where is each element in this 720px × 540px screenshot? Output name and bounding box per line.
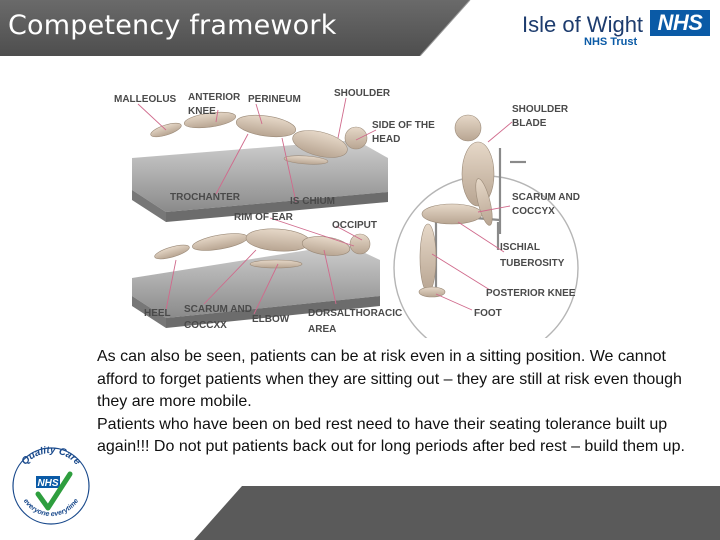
label-occiput: OCCIPUT	[332, 220, 377, 231]
nhs-logo-badge: NHS	[650, 10, 710, 36]
pressure-points-figure: MALLEOLUS ANTERIOR KNEE PERINEUM SHOULDE…	[114, 88, 580, 338]
label-head: HEAD	[372, 134, 400, 145]
label-shoulder-blade-2: BLADE	[512, 118, 547, 129]
label-anterior: ANTERIOR	[188, 92, 241, 103]
label-tuberosity: TUBEROSITY	[500, 258, 565, 269]
check-icon	[35, 471, 73, 511]
nhs-logo-text: NHS	[657, 10, 703, 35]
paragraph-sitting-risk: As can also be seen, patients can be at …	[97, 348, 682, 410]
quality-care-badge: Quality Care everyone everytime NHS	[12, 445, 90, 525]
label-knee: KNEE	[188, 106, 216, 117]
lower-mattress	[132, 244, 380, 328]
label-elbow: ELBOW	[252, 314, 290, 325]
label-heel: HEEL	[144, 308, 171, 319]
badge-nhs-text: NHS	[37, 478, 58, 489]
label-malleolus: MALLEOLUS	[114, 94, 177, 105]
label-coccyx: COCCYX	[512, 206, 555, 217]
label-side-of-the: SIDE OF THE	[372, 120, 435, 131]
seated-figure	[393, 114, 579, 338]
label-area: AREA	[308, 324, 336, 335]
label-ischium: IS CHIUM	[290, 196, 335, 207]
trust-logo-text: Isle of Wight	[522, 12, 644, 37]
label-dorsalthoracic: DORSALTHORACIC	[308, 308, 402, 319]
label-shoulder: SHOULDER	[334, 88, 391, 99]
paragraph-seating-tolerance: Patients who have been on bed rest need …	[97, 415, 685, 456]
label-coccyx-lower: COCCXX	[184, 320, 227, 331]
footer-band	[194, 486, 720, 540]
trust-logo-subtitle: NHS Trust	[584, 36, 638, 48]
label-posterior-knee: POSTERIOR KNEE	[486, 288, 576, 299]
label-scarum-and-lower: SCARUM AND	[184, 304, 252, 315]
label-perineum: PERINEUM	[248, 94, 301, 105]
upper-mattress	[132, 140, 388, 222]
badge-nhs-box	[36, 476, 60, 488]
label-foot: FOOT	[474, 308, 502, 319]
label-ischial: ISCHIAL	[500, 242, 540, 253]
label-trochanter: TROCHANTER	[170, 192, 241, 203]
page-title: Competency framework	[8, 10, 337, 41]
header-band	[0, 0, 471, 56]
supine-figure-upper	[150, 111, 368, 165]
label-rim-of-ear: RIM OF EAR	[234, 212, 294, 223]
pointer-lines	[137, 97, 513, 315]
label-scarum-and: SCARUM AND	[512, 192, 580, 203]
supine-figure-lower	[154, 228, 371, 269]
body-text: As can also be seen, patients can be at …	[97, 346, 697, 459]
label-shoulder-blade-1: SHOULDER	[512, 104, 569, 115]
